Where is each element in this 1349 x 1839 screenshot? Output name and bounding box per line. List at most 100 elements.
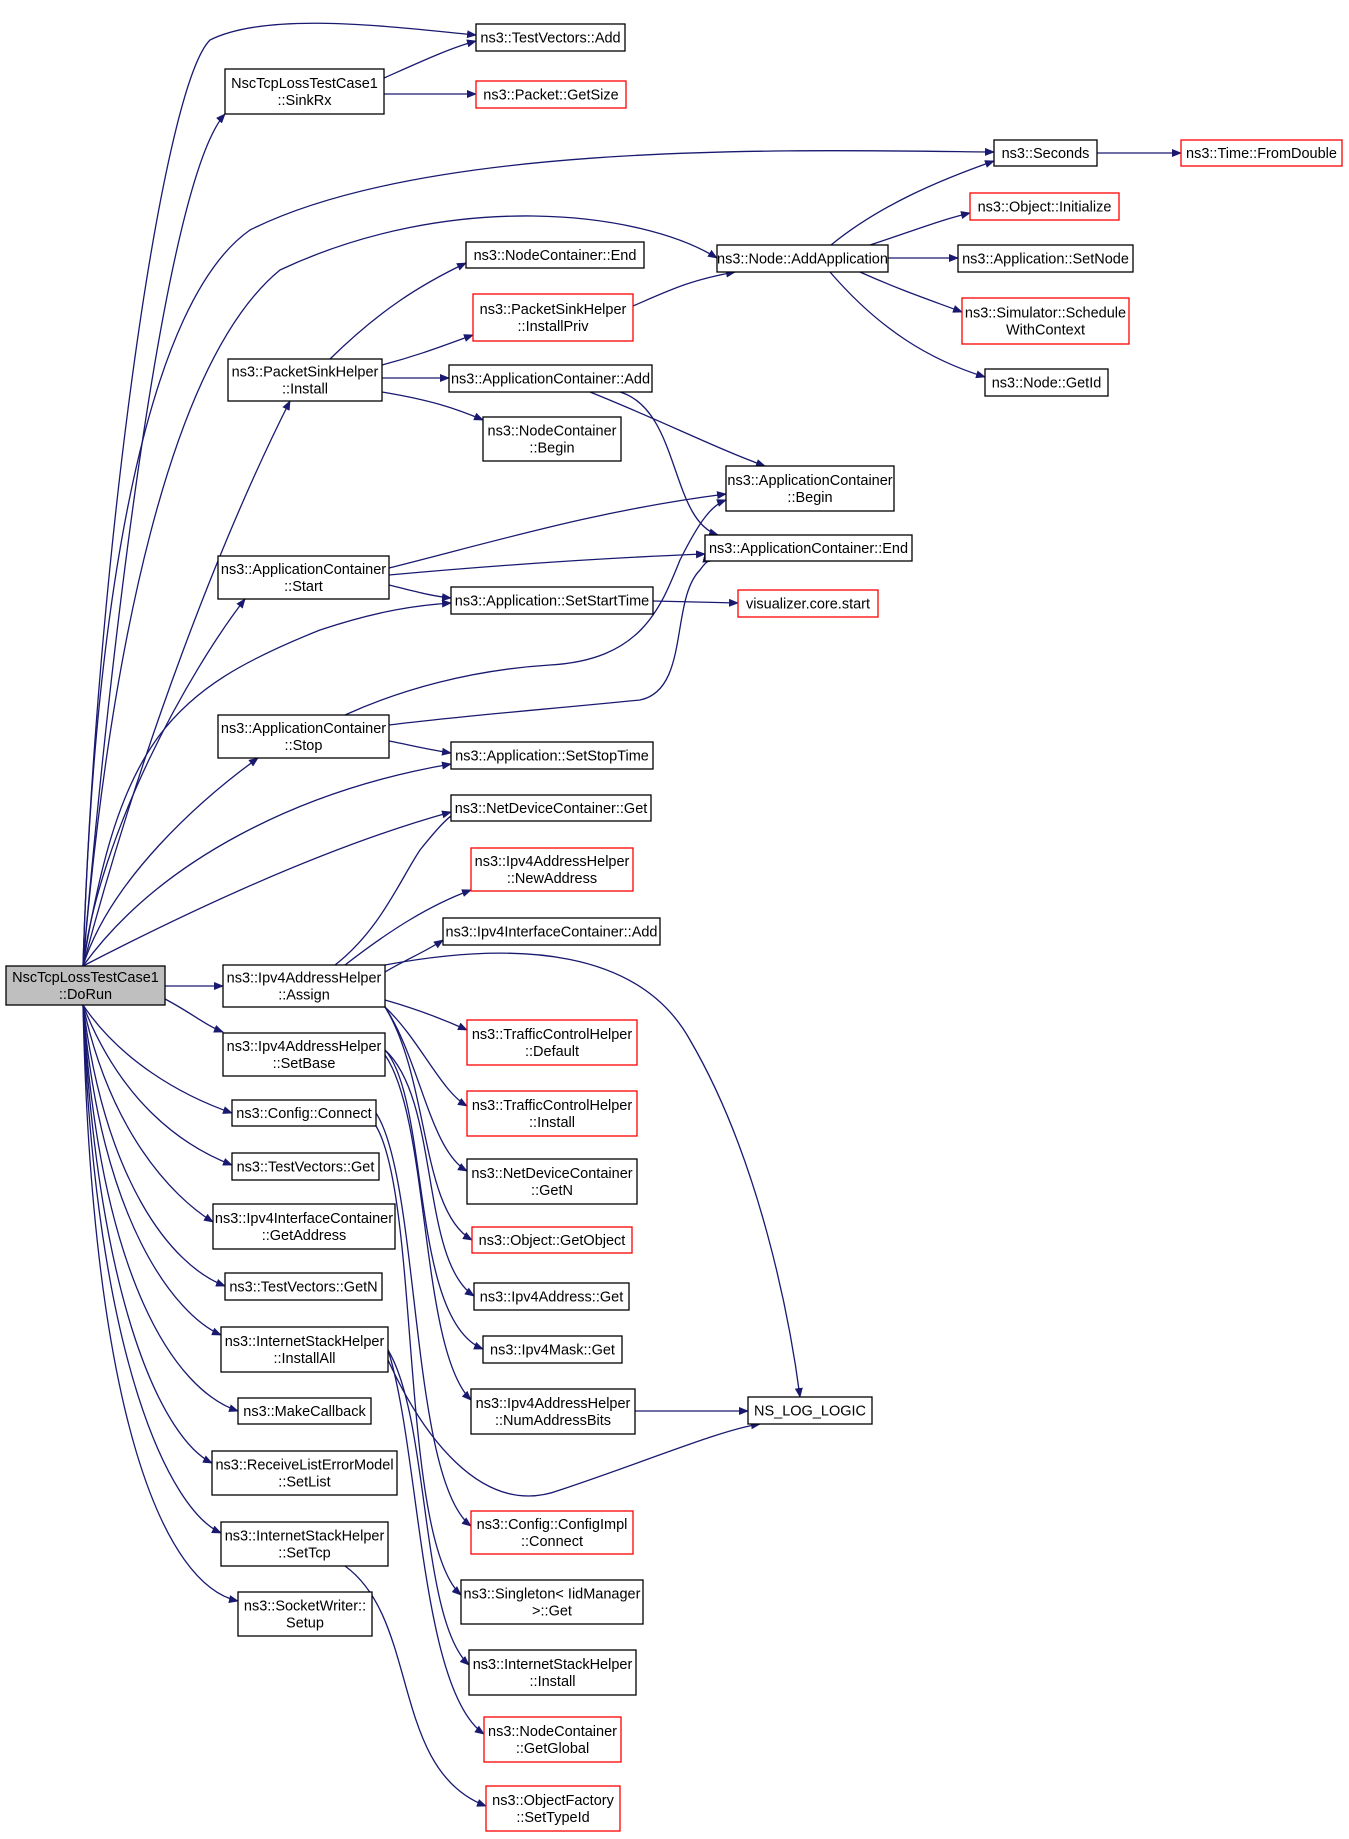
- edge-dorun-to-ac_start: [82, 598, 246, 967]
- edge-config_connect-to-configimpl_connect: [375, 1112, 472, 1527]
- node-time-fromdouble[interactable]: ns3::Time::FromDouble: [1180, 139, 1343, 167]
- node-label: ns3::Ipv4AddressHelper: [476, 1396, 631, 1412]
- node-label: ::Assign: [278, 988, 330, 1004]
- node-ipv4ah-newaddr[interactable]: ns3::Ipv4AddressHelper::NewAddress: [470, 847, 634, 892]
- node-nc-begin[interactable]: ns3::NodeContainer::Begin: [482, 416, 622, 462]
- node-obj-getobject[interactable]: ns3::Object::GetObject: [471, 1226, 633, 1254]
- node-nc-end[interactable]: ns3::NodeContainer::End: [465, 241, 645, 269]
- node-box: [450, 794, 652, 822]
- node-of-settypeid[interactable]: ns3::ObjectFactory::SetTypeId: [485, 1785, 621, 1832]
- node-label: ns3::TestVectors::GetN: [229, 1280, 377, 1296]
- node-sinkrx[interactable]: NscTcpLossTestCase1::SinkRx: [224, 68, 385, 115]
- node-ns-log-logic[interactable]: NS_LOG_LOGIC: [747, 1396, 873, 1425]
- node-box: [957, 244, 1134, 273]
- edge-dorun-to-psh_install: [82, 400, 291, 967]
- node-ish-settcp[interactable]: ns3::InternetStackHelper::SetTcp: [220, 1521, 389, 1567]
- node-configimpl-connect[interactable]: ns3::Config::ConfigImpl::Connect: [470, 1510, 634, 1555]
- node-label: ns3::InternetStackHelper: [225, 1334, 385, 1350]
- node-tv-add[interactable]: ns3::TestVectors::Add: [475, 23, 626, 52]
- node-ac-start[interactable]: ns3::ApplicationContainer::Start: [217, 555, 390, 600]
- node-makecallback[interactable]: ns3::MakeCallback: [237, 1397, 372, 1425]
- node-app-setstart[interactable]: ns3::Application::SetStartTime: [450, 586, 654, 615]
- node-label: NscTcpLossTestCase1: [12, 970, 159, 986]
- node-box: [470, 1510, 634, 1555]
- node-ac-add[interactable]: ns3::ApplicationContainer::Add: [448, 364, 653, 393]
- node-label: ns3::Ipv4InterfaceContainer::Add: [446, 925, 658, 941]
- node-tch-install[interactable]: ns3::TrafficControlHelper::Install: [466, 1090, 638, 1137]
- node-tv-getn[interactable]: ns3::TestVectors::GetN: [224, 1272, 383, 1301]
- edge-ipv4ah_assign-to-ndc_get: [334, 809, 461, 966]
- node-ipv4ah-assign[interactable]: ns3::Ipv4AddressHelper::Assign: [222, 964, 386, 1008]
- node-box: [466, 1019, 638, 1066]
- node-node-addapp[interactable]: ns3::Node::AddApplication: [716, 244, 889, 273]
- node-label: ns3::NetDeviceContainer: [471, 1166, 632, 1182]
- node-dorun[interactable]: NscTcpLossTestCase1::DoRun: [5, 965, 166, 1006]
- node-ipv4mask-get[interactable]: ns3::Ipv4Mask::Get: [482, 1335, 623, 1364]
- node-box: [227, 358, 383, 402]
- node-ac-end[interactable]: ns3::ApplicationContainer::End: [704, 534, 913, 562]
- node-app-setstop[interactable]: ns3::Application::SetStopTime: [450, 741, 654, 770]
- edge-ac_start-to-app_setstart: [388, 584, 452, 602]
- node-psh-installpriv[interactable]: ns3::PacketSinkHelper::InstallPriv: [472, 293, 634, 342]
- node-box: [460, 1579, 644, 1625]
- edge-dorun-to-tv_getn: [82, 1004, 226, 1287]
- node-label: ns3::Node::GetId: [992, 376, 1102, 392]
- node-pkt-getsize[interactable]: ns3::Packet::GetSize: [475, 80, 627, 109]
- node-ipv4addr-get[interactable]: ns3::Ipv4Address::Get: [473, 1282, 630, 1311]
- node-ish-install[interactable]: ns3::InternetStackHelper::Install: [468, 1649, 637, 1696]
- node-label: ns3::Ipv4InterfaceContainer: [215, 1211, 393, 1227]
- node-label: ns3::ObjectFactory: [492, 1793, 614, 1809]
- node-label: NscTcpLossTestCase1: [231, 76, 378, 92]
- edge-ish_installall-to-ns_log_logic: [387, 1359, 761, 1497]
- node-label: ::Begin: [529, 441, 574, 457]
- node-layer: NscTcpLossTestCase1::DoRunns3::TestVecto…: [5, 23, 1343, 1832]
- node-box: [220, 1326, 389, 1373]
- node-label: ::Default: [525, 1044, 579, 1060]
- node-label: ns3::Ipv4Mask::Get: [490, 1343, 615, 1359]
- node-box: [468, 1649, 637, 1696]
- node-psh-install[interactable]: ns3::PacketSinkHelper::Install: [227, 358, 383, 402]
- node-ipv4ic-getaddr[interactable]: ns3::Ipv4InterfaceContainer::GetAddress: [212, 1203, 396, 1250]
- node-tch-default[interactable]: ns3::TrafficControlHelper::Default: [466, 1019, 638, 1066]
- edge-ac_add-to-ac_end: [619, 391, 719, 537]
- node-tv-get[interactable]: ns3::TestVectors::Get: [231, 1152, 380, 1181]
- edge-dorun-to-ndc_get: [82, 810, 452, 967]
- node-ipv4ah-numbits[interactable]: ns3::Ipv4AddressHelper::NumAddressBits: [470, 1388, 636, 1435]
- edge-dorun-to-sinkrx: [82, 113, 226, 967]
- edge-sinkrx-to-tv_add: [383, 39, 477, 79]
- node-label: ::NewAddress: [507, 871, 597, 887]
- node-ac-begin[interactable]: ns3::ApplicationContainer::Begin: [725, 465, 895, 512]
- node-ndc-getn[interactable]: ns3::NetDeviceContainer::GetN: [466, 1158, 638, 1205]
- node-label: ns3::Node::AddApplication: [717, 252, 888, 268]
- node-vis-start[interactable]: visualizer.core.start: [737, 589, 879, 618]
- node-label: ::NumAddressBits: [495, 1413, 611, 1429]
- node-label: ns3::NodeContainer: [488, 424, 617, 440]
- node-ipv4ah-setbase[interactable]: ns3::Ipv4AddressHelper::SetBase: [222, 1032, 386, 1077]
- node-box: [984, 368, 1109, 397]
- edge-ipv4ah_assign-to-ns_log_logic: [384, 952, 803, 1398]
- node-ac-stop[interactable]: ns3::ApplicationContainer::Stop: [217, 714, 390, 759]
- node-app-setnode[interactable]: ns3::Application::SetNode: [957, 244, 1134, 273]
- node-box: [475, 23, 626, 52]
- node-ipv4ic-add[interactable]: ns3::Ipv4InterfaceContainer::Add: [442, 917, 661, 946]
- node-ndc-get[interactable]: ns3::NetDeviceContainer::Get: [450, 794, 652, 822]
- node-nc-getglobal[interactable]: ns3::NodeContainer::GetGlobal: [483, 1716, 622, 1763]
- node-seconds[interactable]: ns3::Seconds: [993, 139, 1098, 167]
- node-rlem-setlist[interactable]: ns3::ReceiveListErrorModel::SetList: [211, 1450, 398, 1496]
- node-obj-initialize[interactable]: ns3::Object::Initialize: [969, 192, 1120, 221]
- node-label: ns3::TestVectors::Add: [480, 31, 620, 47]
- node-box: [470, 1388, 636, 1435]
- node-ish-installall[interactable]: ns3::InternetStackHelper::InstallAll: [220, 1326, 389, 1373]
- node-config-connect[interactable]: ns3::Config::Connect: [231, 1099, 377, 1127]
- node-label: ::Install: [282, 382, 328, 398]
- node-singleton-get[interactable]: ns3::Singleton< IidManager>::Get: [460, 1579, 644, 1625]
- node-node-getid[interactable]: ns3::Node::GetId: [984, 368, 1109, 397]
- edge-dorun-to-rlem_setlist: [82, 1004, 213, 1464]
- node-sw-setup[interactable]: ns3::SocketWriter::Setup: [237, 1591, 373, 1637]
- node-label: ns3::NodeContainer::End: [474, 248, 637, 264]
- node-box: [470, 847, 634, 892]
- node-label: ns3::Application::SetStopTime: [455, 749, 649, 765]
- node-box: [220, 1521, 389, 1567]
